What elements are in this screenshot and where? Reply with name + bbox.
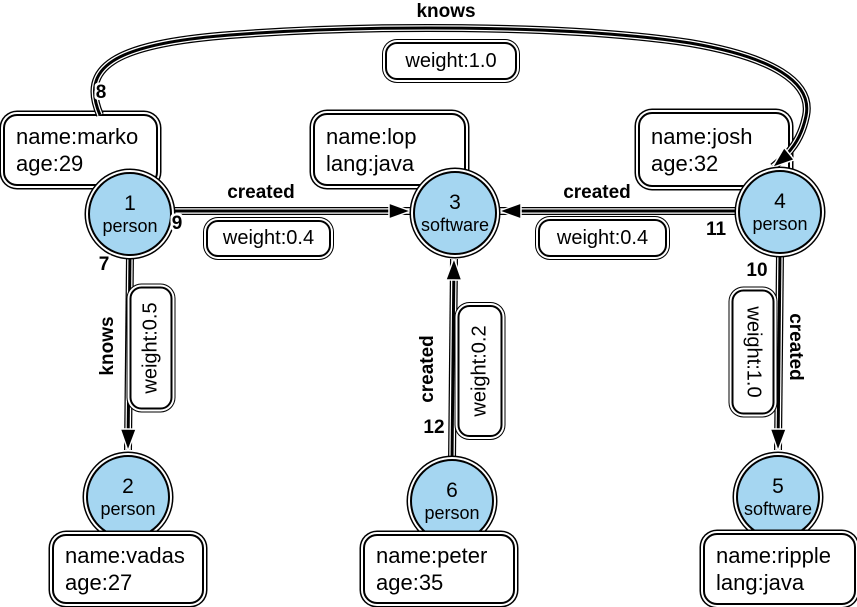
vertex-label: person <box>424 502 480 523</box>
weight-label: weight:1.0 <box>742 306 765 398</box>
props-box-peter: name:peter age:35 <box>363 534 515 604</box>
vertex-id: 4 <box>774 189 786 213</box>
weight-box-edge-8: weight:1.0 <box>385 42 517 80</box>
props-box-marko: name:marko age:29 <box>3 114 158 186</box>
edge-label-created-11: created <box>563 182 631 203</box>
edge-label-knows-8: knows <box>416 1 476 22</box>
weight-label: weight:0.5 <box>139 302 162 394</box>
vertex-5-ripple: 5 software <box>736 455 820 539</box>
edge-id-9: 9 <box>171 213 183 234</box>
weight-label: weight:0.4 <box>222 227 315 249</box>
weight-box-edge-11: weight:0.4 <box>538 219 667 257</box>
edge-10-created-josh-ripple <box>778 252 780 450</box>
edge-id-10: 10 <box>746 260 768 281</box>
prop-line: lang:java <box>716 570 805 595</box>
vertex-label: person <box>100 498 156 519</box>
edge-8-knows-marko-josh <box>90 23 811 171</box>
edge-label-created-12: created <box>417 335 438 403</box>
vertex-6-peter: 6 person <box>410 459 494 543</box>
vertex-label: person <box>752 213 808 234</box>
vertex-2-vadas: 2 person <box>86 455 170 539</box>
weight-box-edge-7: weight:0.5 <box>129 286 173 410</box>
prop-line: age:32 <box>651 150 719 176</box>
props-box-josh: name:josh age:32 <box>638 112 790 187</box>
vertex-id: 2 <box>122 474 134 498</box>
vertex-4-josh: 4 person <box>738 170 822 254</box>
prop-line: age:27 <box>65 570 133 595</box>
prop-line: name:peter <box>376 543 488 568</box>
weight-box-edge-10: weight:1.0 <box>731 289 775 415</box>
weight-box-edge-12: weight:0.2 <box>457 305 503 437</box>
vertex-id: 6 <box>446 478 458 502</box>
weight-box-edge-9: weight:0.4 <box>206 220 331 257</box>
edge-label-knows-7: knows <box>97 316 118 376</box>
vertex-label: software <box>420 214 490 235</box>
prop-line: name:marko <box>16 124 139 149</box>
vertex-id: 5 <box>772 474 784 498</box>
edge-id-11: 11 <box>705 219 727 240</box>
props-box-vadas: name:vadas age:27 <box>52 534 204 604</box>
prop-line: age:29 <box>16 151 84 176</box>
props-box-ripple: name:ripple lang:java <box>703 533 856 605</box>
prop-line: name:lop <box>326 123 417 149</box>
edge-label-created-10: created <box>785 313 806 381</box>
weight-label: weight:1.0 <box>405 49 497 72</box>
prop-line: name:josh <box>651 123 753 149</box>
vertex-label: person <box>102 215 158 236</box>
edge-id-7: 7 <box>98 254 110 275</box>
edge-7-knows-marko-vadas <box>128 253 130 450</box>
prop-line: age:35 <box>376 570 444 595</box>
vertex-1-marko: 1 person <box>88 172 172 256</box>
prop-line: name:ripple <box>716 543 831 568</box>
edge-label-created-9: created <box>227 182 295 203</box>
vertex-id: 3 <box>449 190 461 214</box>
vertex-id: 1 <box>124 191 136 215</box>
prop-line: lang:java <box>326 150 415 176</box>
weight-label: weight:0.4 <box>556 226 649 249</box>
edge-id-8: 8 <box>95 82 107 103</box>
edge-12-created-peter-lop <box>452 259 454 463</box>
prop-line: name:vadas <box>65 543 185 568</box>
vertex-3-lop: 3 software <box>413 171 497 255</box>
vertex-label: software <box>743 498 813 519</box>
weight-label: weight:0.2 <box>468 325 491 417</box>
edge-id-12: 12 <box>423 417 445 438</box>
